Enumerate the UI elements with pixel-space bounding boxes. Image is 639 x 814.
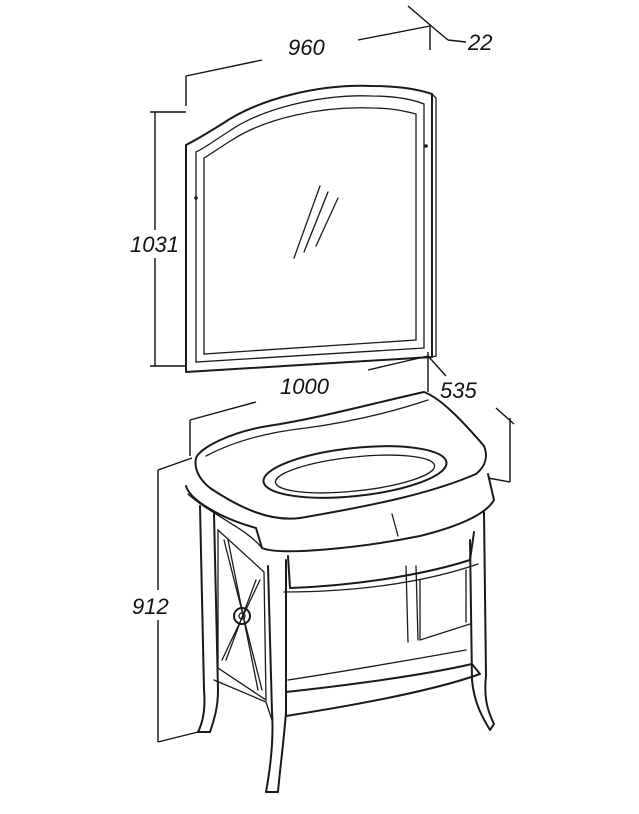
- leg-back-left: [197, 505, 219, 733]
- basin-inner: [274, 454, 436, 494]
- leg-back-right: [405, 565, 419, 643]
- cabinet-height-label: 912: [132, 594, 169, 619]
- mirror: [185, 84, 437, 373]
- leg-front-right: [469, 511, 495, 731]
- mirror-height-label: 1031: [130, 232, 179, 257]
- mirror-width-label: 960: [288, 35, 325, 60]
- mirror-outer-frame: [185, 84, 433, 373]
- cabinet-width-label: 1000: [280, 374, 330, 399]
- leg-front-left: [265, 559, 287, 793]
- dim-mirror-depth: 22: [407, 5, 492, 55]
- dim-mirror-width: 960: [185, 25, 431, 106]
- shelf-side-left: [213, 679, 273, 721]
- mirror-screw-right: [424, 144, 428, 148]
- countertop-top: [194, 391, 487, 520]
- dim-mirror-height: 1031: [130, 111, 186, 367]
- mirror-glass: [203, 107, 417, 355]
- rear-frame: [419, 569, 471, 641]
- countertop-front-lower: [187, 493, 263, 549]
- apron-lower: [283, 563, 479, 593]
- mirror-reflection-marks: [293, 185, 339, 259]
- drawer-front: [287, 531, 475, 589]
- mirror-screw-left: [194, 196, 198, 200]
- countertop-corner-mid: [391, 513, 399, 537]
- dim-cabinet-height: 912: [132, 457, 199, 743]
- countertop-backsplash: [205, 399, 429, 457]
- bottom-shelf: [285, 663, 481, 717]
- dim-cabinet-width: 1000: [189, 352, 429, 456]
- mirror-frame-back-edge: [431, 93, 437, 358]
- cabinet: [185, 391, 495, 793]
- shelf-back-edge: [287, 649, 467, 681]
- mirror-depth-label: 22: [467, 30, 492, 55]
- cabinet-depth-label: 535: [440, 378, 477, 403]
- side-x-rosette: [233, 607, 251, 625]
- side-x-panel: [217, 528, 267, 702]
- dim-cabinet-depth: 535: [427, 355, 515, 483]
- countertop-corner-left: [255, 527, 263, 549]
- countertop-front-edge: [185, 473, 495, 553]
- basin-outer: [262, 445, 448, 499]
- mirror-inner-frame: [195, 95, 425, 363]
